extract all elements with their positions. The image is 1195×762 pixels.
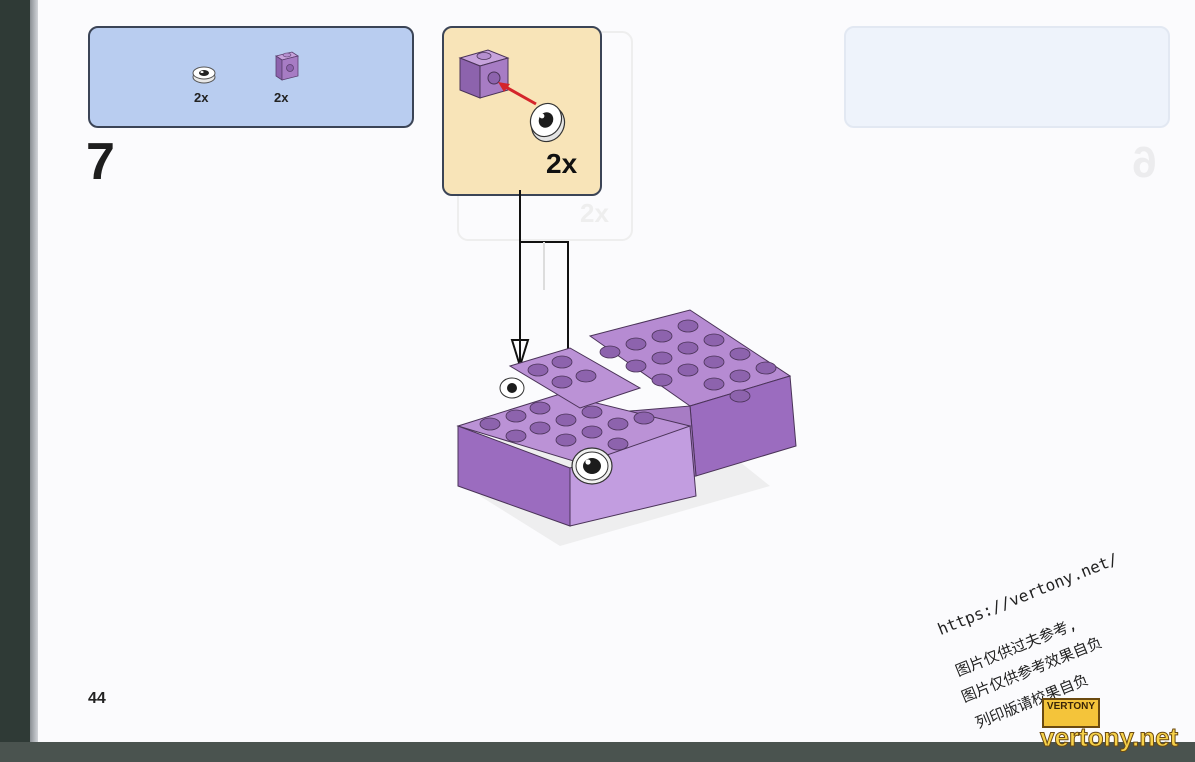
ghost-previous-parts-box	[844, 26, 1170, 128]
step-number: 7	[86, 133, 115, 191]
subassembly-count: 2x	[546, 148, 578, 179]
page-number: 44	[88, 690, 106, 707]
eye-tile-count: 2x	[194, 90, 209, 105]
parts-list-box	[88, 26, 414, 128]
watermark-logo: VERTONY	[1042, 698, 1100, 728]
lego-model-illustration	[456, 309, 797, 546]
watermark-brand: vertony.net	[1039, 722, 1179, 753]
ghost-sub-count: 2x	[580, 198, 609, 228]
ghost-previous-step-number: 6	[1132, 138, 1157, 187]
subassembly-diagram	[458, 49, 566, 143]
purple-brick-icon	[275, 51, 299, 81]
eye-tile-icon	[192, 66, 216, 84]
subassembly-callout	[442, 26, 602, 196]
purple-brick-count: 2x	[274, 90, 289, 105]
page-bottom-edge	[0, 742, 1195, 762]
